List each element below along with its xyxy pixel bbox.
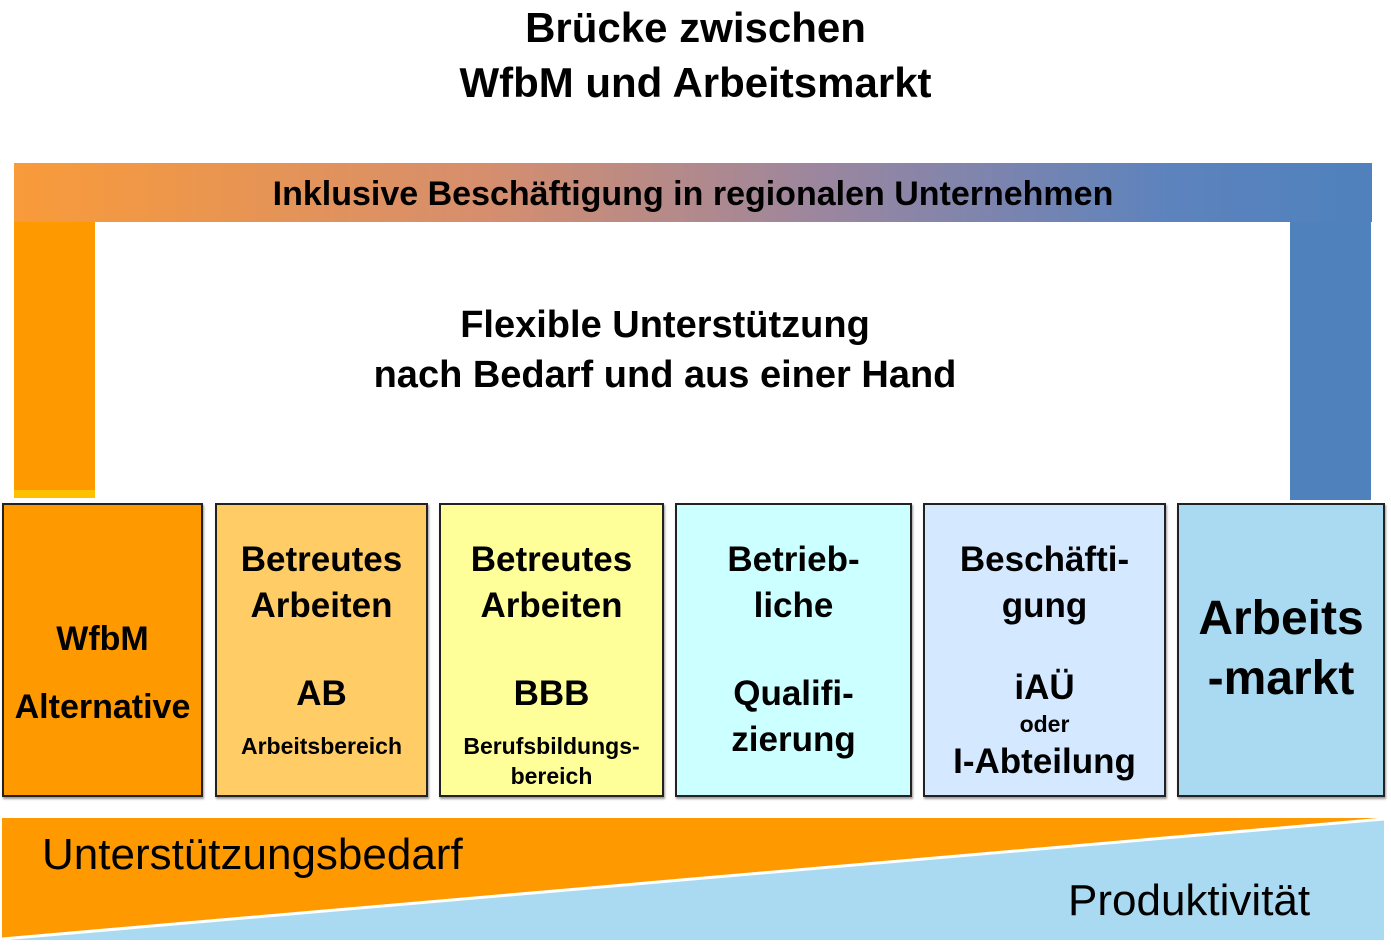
title-line-2: WfbM und Arbeitsmarkt	[459, 59, 932, 106]
box-label: Betreutes	[240, 540, 403, 579]
productivity-label: Produktivität	[1068, 876, 1311, 925]
bridge-right-pillar	[1290, 222, 1371, 500]
bridge-left-pillar-base	[14, 490, 95, 498]
scale-graphic	[2, 818, 1384, 940]
box-abbr: iAÜ	[1014, 668, 1075, 707]
box-label: WfbM	[56, 620, 149, 658]
title-line-1: Brücke zwischen	[525, 4, 866, 51]
box-label: Betrieb-	[727, 540, 860, 579]
box-label: Qualifi-	[733, 674, 854, 713]
box-label: Arbeits	[1198, 592, 1364, 645]
center-text: Flexible Unterstützung nach Bedarf und a…	[250, 300, 1080, 400]
box-label: gung	[1001, 586, 1088, 625]
divider-line	[2, 818, 1384, 940]
box-label: -markt	[1207, 652, 1355, 705]
box-label: Arbeiten	[480, 586, 623, 625]
box-betreutes-arbeiten-ab: Betreutes Arbeiten AB Arbeitsbereich	[215, 503, 428, 797]
box-beschaeftigung: Beschäfti- gung iAÜ oder I-Abteilung	[923, 503, 1166, 797]
box-label: liche	[753, 586, 834, 625]
box-label: Beschäfti-	[959, 540, 1130, 579]
box-label: Betreutes	[470, 540, 633, 579]
box-sub: Arbeitsbereich	[240, 733, 403, 759]
box-sub: Berufsbildungs-	[463, 733, 640, 759]
box-betriebliche-qualifizierung: Betrieb- liche Qualifi- zierung	[675, 503, 912, 797]
box-label: Alternative	[14, 688, 191, 726]
box-label: zierung	[731, 720, 856, 759]
box-sub: bereich	[510, 763, 593, 789]
center-line-1: Flexible Unterstützung	[460, 304, 870, 346]
box-abbr: AB	[296, 674, 347, 713]
box-wfbm: WfbM Alternative	[2, 503, 203, 797]
support-label: Unterstützungsbedarf	[42, 830, 463, 879]
box-sub: oder	[1019, 711, 1070, 737]
box-label: I-Abteilung	[953, 742, 1136, 781]
page-title: Brücke zwischen WfbM und Arbeitsmarkt	[0, 0, 1391, 110]
bridge-left-pillar	[14, 222, 95, 490]
box-arbeitsmarkt: Arbeits -markt	[1177, 503, 1385, 797]
box-label: Arbeiten	[250, 586, 393, 625]
bridge-beam: Inklusive Beschäftigung in regionalen Un…	[14, 163, 1372, 222]
box-abbr: BBB	[513, 674, 590, 713]
support-productivity-scale: Unterstützungsbedarf Produktivität	[2, 818, 1384, 940]
box-betreutes-arbeiten-bbb: Betreutes Arbeiten BBB Berufsbildungs- b…	[439, 503, 664, 797]
center-line-2: nach Bedarf und aus einer Hand	[373, 354, 957, 396]
